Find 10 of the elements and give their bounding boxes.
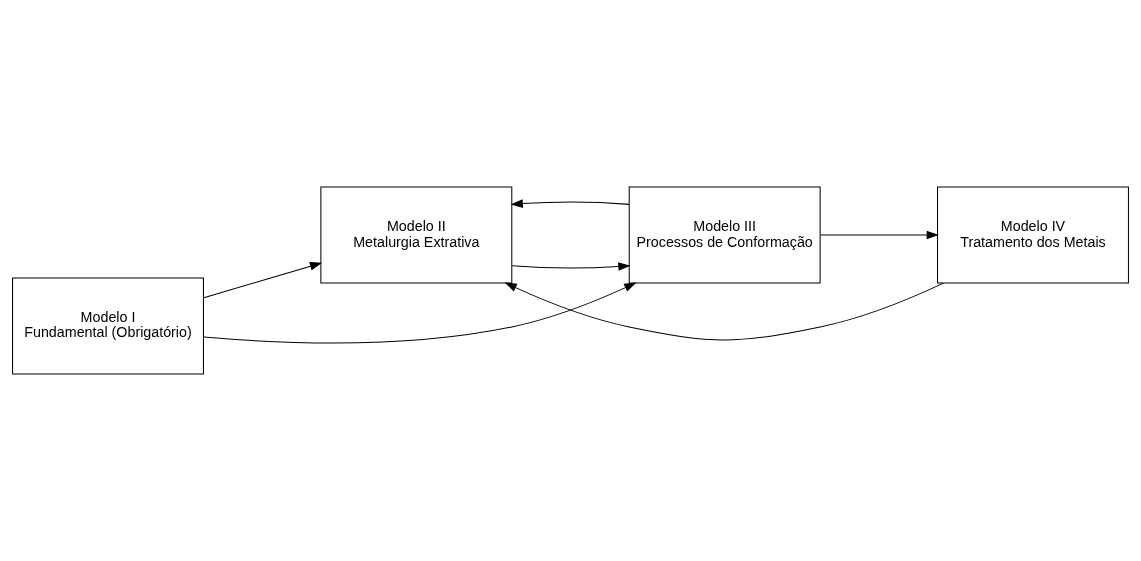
arrow [203,262,323,299]
arrow [511,262,631,271]
node-box: Modelo IV Tratamento dos Metais [937,186,1129,284]
node-box: Modelo I Fundamental (Obrigatório) [12,277,204,375]
node-box: Modelo III Processos de Conformação [628,186,821,284]
arrow [510,199,630,208]
arrow [820,230,939,240]
arrow [203,282,637,344]
arrow [504,282,944,341]
node-box: Modelo II Metalurgia Extrativa [320,186,513,284]
